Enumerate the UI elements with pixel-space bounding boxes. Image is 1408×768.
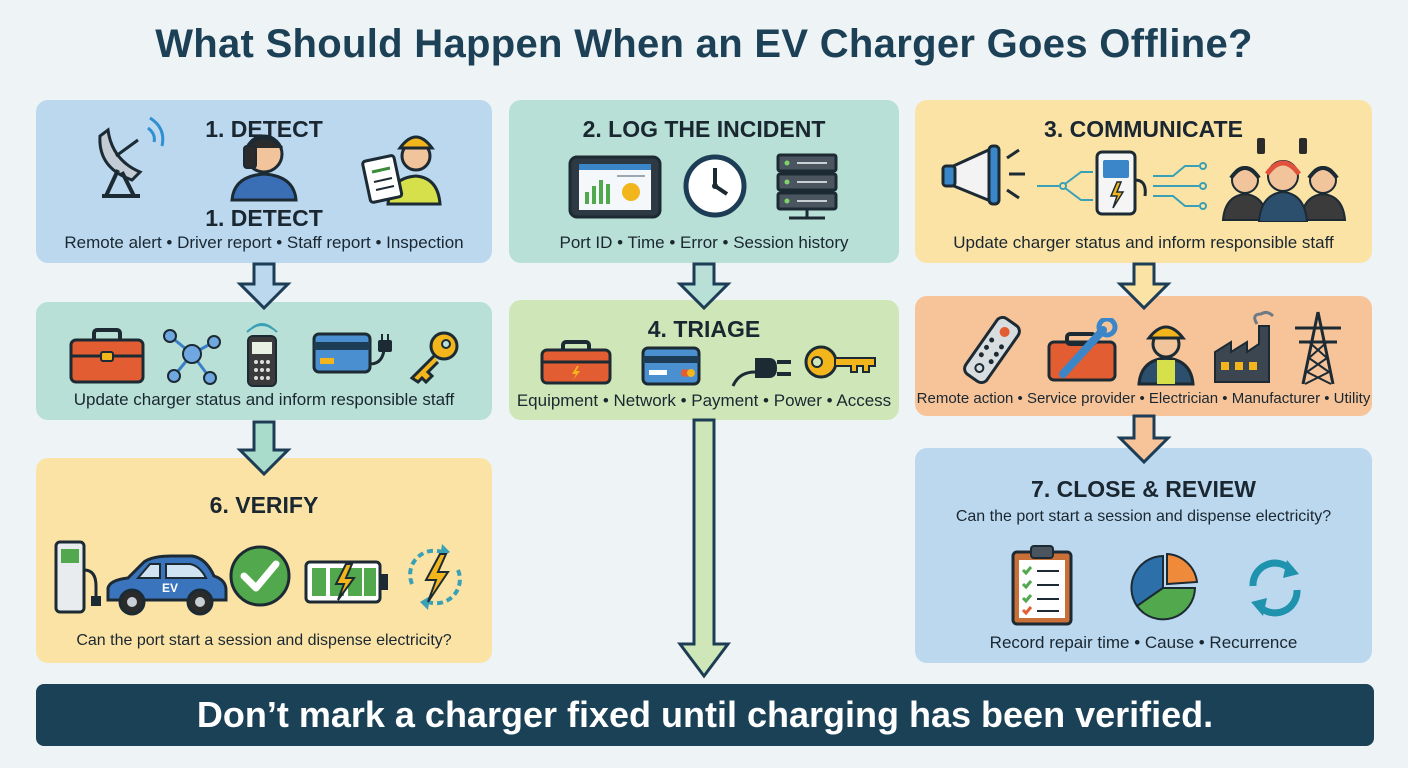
support-team-icon <box>1221 138 1347 222</box>
plug-icon <box>731 358 791 387</box>
charging-station-icon <box>1037 150 1207 216</box>
server-rack-icon <box>776 153 838 220</box>
dispatch-caption: Remote action • Service provider • Elect… <box>916 390 1371 407</box>
triage-heading: 4. TRIAGE <box>647 316 761 342</box>
close-panel: 7. CLOSE & REVIEW Can the port start a s… <box>915 448 1372 663</box>
ev-car-label: EV <box>162 581 178 595</box>
remote-control-icon <box>963 315 1021 385</box>
network-icon <box>163 329 221 385</box>
communicate-panel: 3. COMMUNICATE Update charger status and… <box>915 100 1372 263</box>
credit-card-icon <box>641 346 701 386</box>
toolbox-icon <box>540 340 612 385</box>
categories-panel: Update charger status and inform respons… <box>36 302 492 420</box>
satellite-dish-icon <box>98 116 165 198</box>
footer-banner: Don’t mark a charger fixed until chargin… <box>36 684 1374 746</box>
triage-caption: Equipment • Network • Payment • Power • … <box>516 391 892 410</box>
payment-terminal-icon <box>246 323 278 387</box>
power-tower-icon <box>1295 311 1341 385</box>
pie-chart-icon <box>1130 552 1199 621</box>
close-subheading: Can the port start a session and dispens… <box>955 508 1332 525</box>
log-panel: 2. LOG THE INCIDENT Port ID • Time • Err… <box>509 100 899 263</box>
verify-panel: 6. VERIFY Can the port start a session a… <box>36 458 492 663</box>
tablet-dashboard-icon <box>568 155 662 219</box>
close-heading: 7. CLOSE & REVIEW <box>1031 476 1256 502</box>
verify-caption: Can the port start a session and dispens… <box>76 632 452 649</box>
verify-heading: 6. VERIFY <box>209 492 319 518</box>
log-caption: Port ID • Time • Error • Session history <box>559 233 849 252</box>
triage-panel: 4. TRIAGE Equipment • Network • Payment … <box>509 300 899 420</box>
recharge-cycle-icon <box>408 544 462 610</box>
factory-icon <box>1214 310 1275 383</box>
battery-icon <box>304 560 388 604</box>
communicate-heading: 3. COMMUNICATE <box>1044 116 1243 142</box>
detect-subheading: 1. DETECT <box>205 205 323 231</box>
key-icon <box>409 331 459 385</box>
electrician-icon <box>1137 325 1195 386</box>
ev-car-icon: EV <box>106 554 228 616</box>
page-title: What Should Happen When an EV Charger Go… <box>155 22 1253 66</box>
checkmark-icon <box>229 545 291 607</box>
log-heading: 2. LOG THE INCIDENT <box>582 116 826 142</box>
flow-arrow-detect-down <box>236 262 292 311</box>
card-plug-icon <box>312 332 392 374</box>
megaphone-icon <box>941 144 1025 206</box>
inspector-clipboard-icon <box>361 135 442 206</box>
flow-arrow-communicate-down <box>1116 262 1172 311</box>
detect-caption: Remote alert • Driver report • Staff rep… <box>64 233 464 252</box>
toolbox-icon <box>69 328 145 384</box>
flow-arrow-categories-down <box>236 420 292 477</box>
phone-caller-icon <box>230 134 298 202</box>
close-caption: Record repair time • Cause • Recurrence <box>989 633 1298 652</box>
detect-panel: 1. DETECT 1. DETECT Remote alert • Drive… <box>36 100 492 263</box>
key-icon <box>804 345 876 379</box>
flow-arrow-dispatch-down <box>1116 414 1172 465</box>
checklist-icon <box>1011 545 1073 626</box>
flow-arrow-triage-long-down <box>677 418 731 679</box>
clock-icon <box>683 154 747 218</box>
communicate-caption: Update charger status and inform respons… <box>953 233 1334 252</box>
categories-caption: Update charger status and inform respons… <box>73 390 455 409</box>
flow-arrow-log-down <box>676 262 732 311</box>
refresh-icon <box>1249 559 1301 617</box>
repair-tools-icon <box>1047 318 1118 382</box>
dispatch-panel: Remote action • Service provider • Elect… <box>915 296 1372 416</box>
charger-icon <box>54 540 101 614</box>
